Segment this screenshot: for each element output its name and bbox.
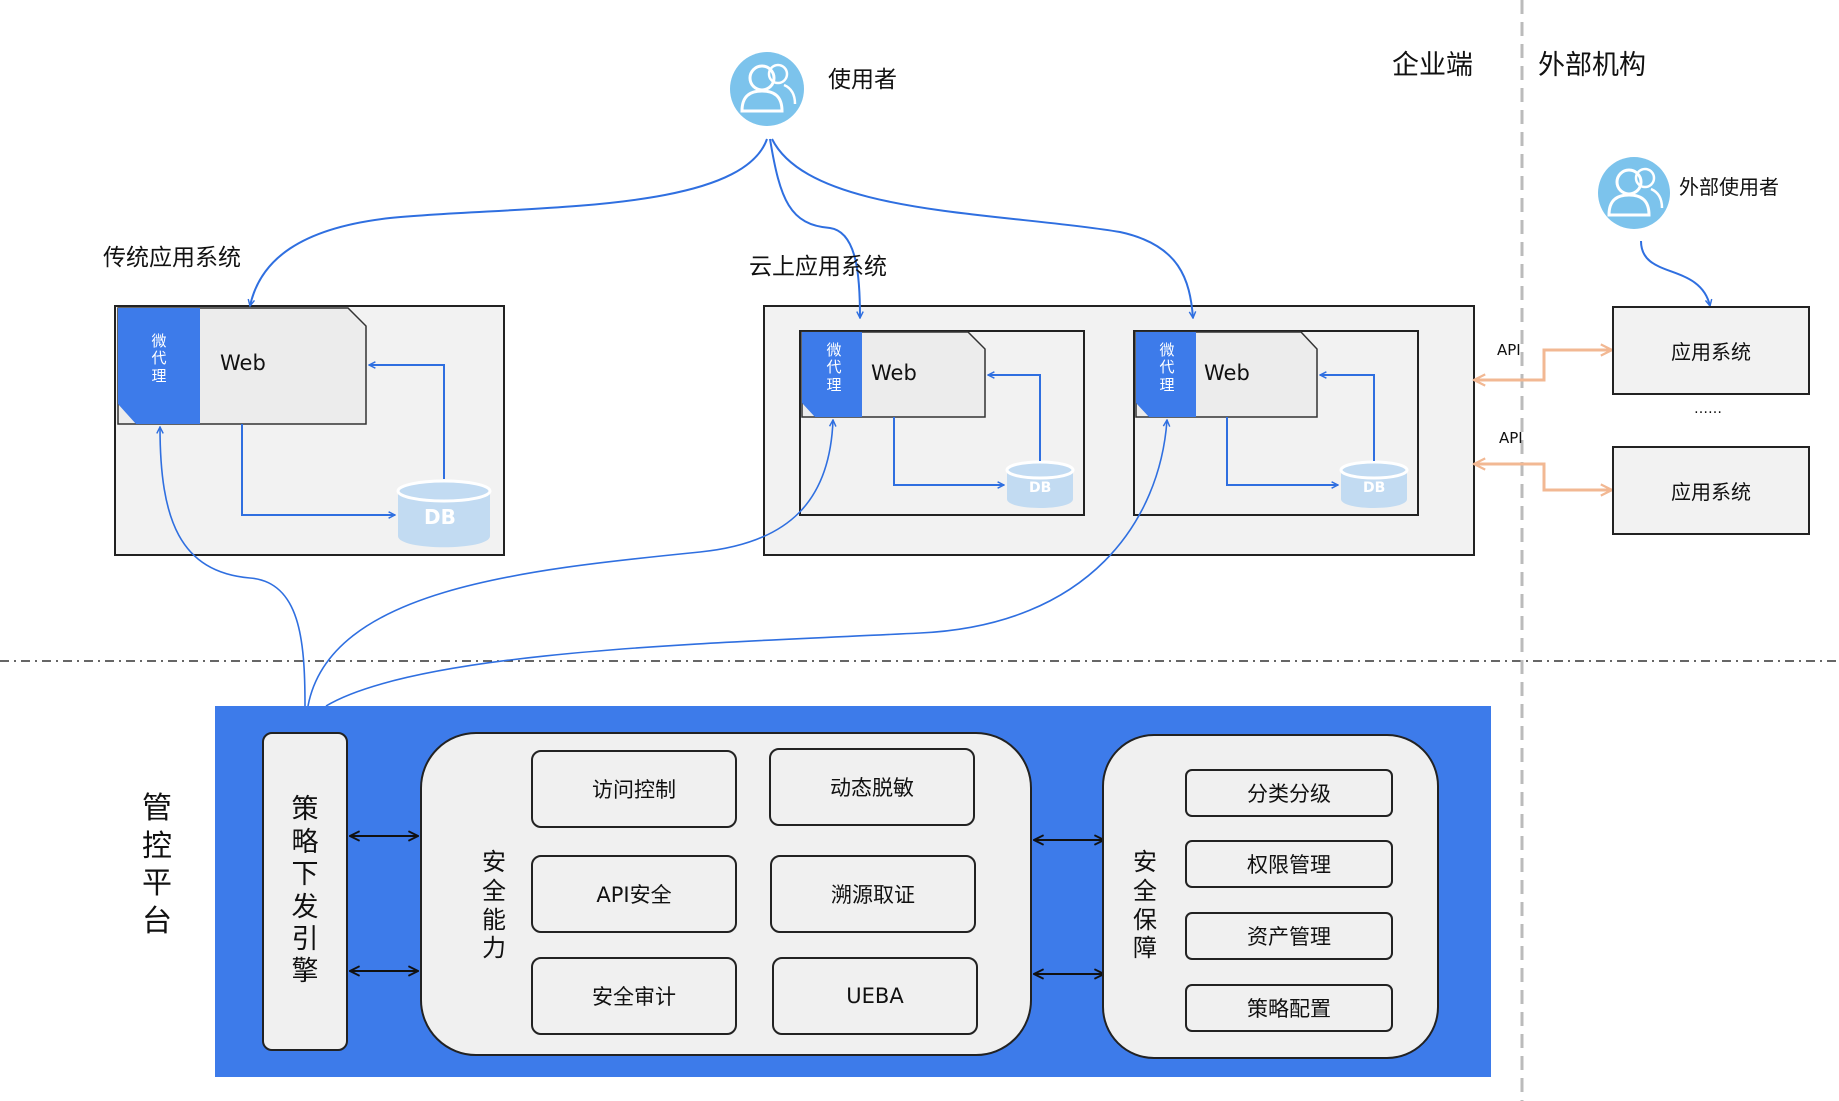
cloud-app-2-web-to-db-line <box>1226 417 1338 485</box>
security-assurance-label: 安 全 保 障 <box>1133 848 1157 963</box>
traditional-db-label: DB <box>424 505 456 529</box>
traditional-db-to-web-line <box>369 365 445 479</box>
traditional-proxy-label: 微 代 理 <box>151 332 167 385</box>
user-to-cloud-app-1-curve <box>769 138 860 318</box>
capability-security-audit[interactable]: 安全审计 <box>531 957 737 1035</box>
cloud-app-1-web-label: Web <box>871 361 917 385</box>
traditional-system-title: 传统应用系统 <box>103 245 241 271</box>
policy-engine-box[interactable]: 策 略 下 发 引 擎 <box>262 732 348 1051</box>
assurance-policy-config[interactable]: 策略配置 <box>1185 984 1393 1032</box>
external-org-label: 外部机构 <box>1538 50 1646 81</box>
capability-ueba[interactable]: UEBA <box>772 957 978 1035</box>
assurance-classification[interactable]: 分类分级 <box>1185 769 1393 817</box>
engine-to-traditional-proxy-curve <box>160 427 306 707</box>
api-label-2: API <box>1499 429 1523 447</box>
cloud-app-1-proxy-label: 微 代 理 <box>826 341 842 394</box>
traditional-web-to-db-line <box>241 424 395 515</box>
user-label: 使用者 <box>828 67 897 93</box>
cloud-app-1-db-to-web-line <box>988 375 1041 461</box>
user-to-traditional-curve <box>250 138 768 306</box>
external-app-1[interactable]: 应用系统 <box>1612 306 1810 395</box>
cloud-app-1-db-icon <box>1005 460 1075 508</box>
cloud-app-2-db-to-web-line <box>1320 375 1375 461</box>
cloud-app-2-db-label: DB <box>1363 480 1386 496</box>
cloud-app-2-web-label: Web <box>1204 361 1250 385</box>
external-user-icon <box>1598 157 1670 229</box>
cloud-system-title: 云上应用系统 <box>749 254 887 280</box>
external-user-label: 外部使用者 <box>1679 175 1779 199</box>
enterprise-label: 企业端 <box>1392 50 1473 81</box>
user-to-cloud-app-2-curve <box>771 138 1193 318</box>
security-capability-label: 安 全 能 力 <box>482 848 506 963</box>
cloud-app-2-proxy-block <box>1136 332 1196 417</box>
user-icon <box>730 52 804 126</box>
capability-api-security[interactable]: API安全 <box>531 855 737 933</box>
traditional-proxy-block <box>118 308 200 424</box>
cloud-app-1-db-label: DB <box>1029 480 1052 496</box>
engine-to-cloud-app-1-proxy-curve <box>307 420 833 707</box>
traditional-db-icon <box>396 479 492 548</box>
capability-dynamic-masking[interactable]: 动态脱敏 <box>769 748 975 826</box>
external-user-to-app-curve <box>1640 240 1710 306</box>
assurance-asset-management[interactable]: 资产管理 <box>1185 912 1393 960</box>
cloud-app-1-proxy-block <box>802 332 862 417</box>
api-label-1: API <box>1497 341 1521 359</box>
platform-title: 管 控 平 台 <box>142 791 172 939</box>
engine-to-cloud-app-2-proxy-curve <box>325 420 1167 707</box>
cloud-app-1-web-to-db-line <box>893 417 1004 485</box>
api-connector-1 <box>1474 350 1612 380</box>
external-ellipsis: …… <box>1694 401 1722 417</box>
assurance-permission-management[interactable]: 权限管理 <box>1185 840 1393 888</box>
external-app-2[interactable]: 应用系统 <box>1612 446 1810 535</box>
traditional-web-label: Web <box>220 351 266 375</box>
cloud-app-2-proxy-label: 微 代 理 <box>1159 341 1175 394</box>
api-connector-2 <box>1474 464 1612 490</box>
cloud-app-2-db-icon <box>1339 460 1409 508</box>
capability-forensics[interactable]: 溯源取证 <box>770 855 976 933</box>
capability-access-control[interactable]: 访问控制 <box>531 750 737 828</box>
